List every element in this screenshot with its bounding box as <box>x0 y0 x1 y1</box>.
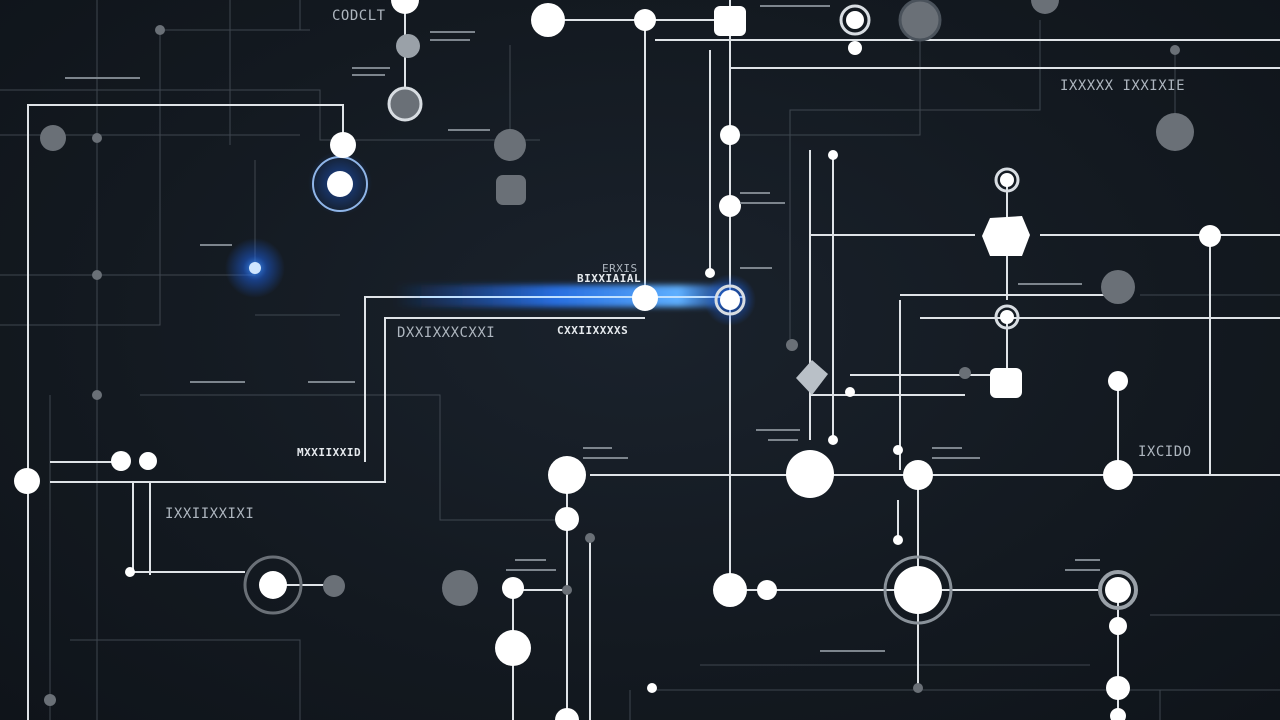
label-left-bottom: IXXIIXXIXI <box>165 506 254 522</box>
diamond-node <box>796 360 828 395</box>
tiny-text-marks <box>65 5 1100 652</box>
label-top-center: CODCLT <box>332 8 386 24</box>
bright-nodes <box>14 0 1221 720</box>
label-center-a: ERXIS <box>602 262 638 275</box>
bright-traces <box>27 0 1280 720</box>
dim-nodes <box>40 0 1194 706</box>
label-left-mid: DXXIXXXCXXI <box>397 325 495 341</box>
circuit-labels: CODCLT IXXXXX IXXIXIE ERXIS BIXXIAIAL DX… <box>165 8 1192 522</box>
ring-nodes <box>243 0 1138 625</box>
label-center-c: CXXIIXXXXS <box>557 324 628 337</box>
label-center-b: BIXXIAIAL <box>577 272 641 285</box>
label-top-right: IXXXXX IXXIXIE <box>1060 78 1185 94</box>
label-right-big: IXCIDO <box>1138 444 1192 460</box>
label-left-low: MXXIIXXID <box>297 446 361 459</box>
